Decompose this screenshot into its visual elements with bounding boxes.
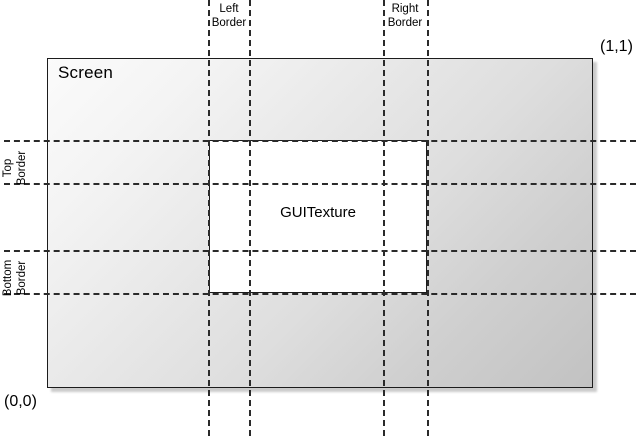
guide-line-horizontal-bottom-outer [4, 293, 636, 295]
guide-line-horizontal-top-inner [4, 183, 636, 185]
top-border-label: Top Border [1, 146, 29, 190]
right-border-label-line1: Right [391, 3, 419, 15]
guitexture-label: GUITexture [280, 204, 356, 221]
left-border-label-line1: Left [219, 3, 239, 15]
guide-line-vertical-left-outer [208, 0, 210, 436]
bottom-border-label: Bottom Border [1, 256, 29, 300]
top-border-label-line1: Top [2, 158, 14, 178]
right-border-label-line2: Border [387, 17, 423, 29]
guide-line-vertical-right-outer [427, 0, 429, 436]
bottom-border-label-line1: Bottom [2, 259, 14, 297]
right-border-label: Right Border [382, 2, 428, 30]
screen-max-coordinate-label: (1,1) [600, 38, 633, 55]
guide-line-horizontal-top-outer [4, 140, 636, 142]
screen-label: Screen [58, 63, 114, 82]
left-border-label: Left Border [206, 2, 252, 30]
guide-line-vertical-right-inner [383, 0, 385, 436]
guitexture-rect [209, 140, 427, 293]
bottom-border-label-line2: Border [16, 260, 28, 296]
left-border-label-line2: Border [211, 17, 247, 29]
guide-line-vertical-left-inner [249, 0, 251, 436]
top-border-label-line2: Border [16, 150, 28, 186]
screen-origin-coordinate-label: (0,0) [4, 393, 37, 410]
guide-line-horizontal-bottom-inner [4, 250, 636, 252]
